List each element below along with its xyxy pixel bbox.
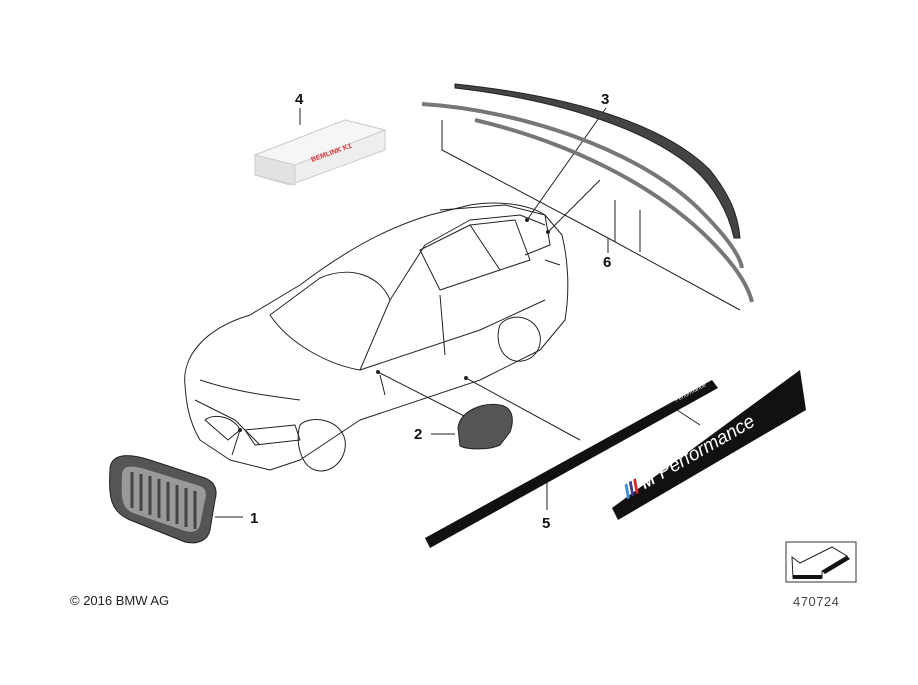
trim-strip-upper — [421, 102, 744, 269]
callout-2: 2 — [414, 426, 422, 443]
callout-3: 3 — [601, 91, 609, 108]
callout-4: 4 — [295, 91, 304, 108]
leader-lines — [215, 107, 741, 518]
mirror-cap — [457, 403, 513, 450]
trim-strip-lower — [474, 118, 754, 303]
rear-spoiler — [454, 83, 741, 239]
reference-number: 470724 — [793, 594, 840, 609]
view-direction-icon — [785, 541, 857, 583]
callout-6: 6 — [603, 254, 611, 271]
adhesive-kit-box: BEMLINK K1 — [253, 119, 387, 186]
callout-1: 1 — [250, 510, 258, 527]
copyright-text: © 2016 BMW AG — [70, 593, 170, 608]
decal-text: Performance — [654, 411, 759, 484]
kidney-grille — [109, 455, 217, 544]
side-sill-decal — [425, 380, 718, 548]
callout-5: 5 — [542, 515, 550, 532]
car-outline — [184, 202, 569, 472]
